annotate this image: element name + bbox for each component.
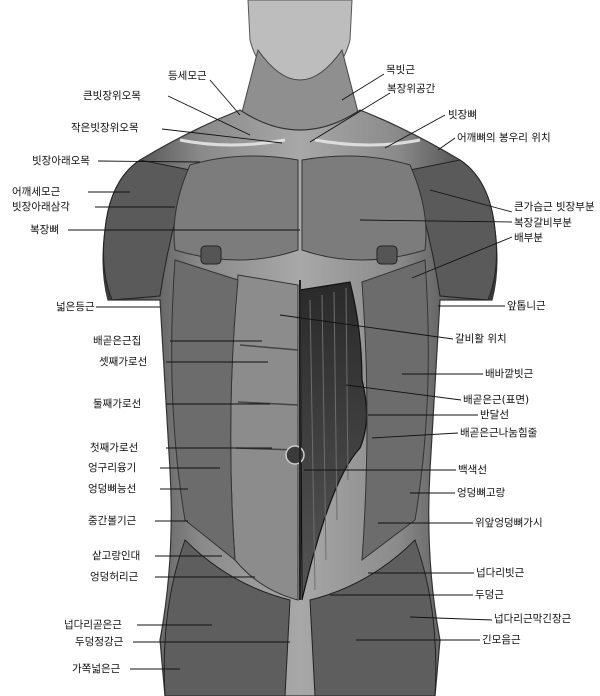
label-suprasternal-space: 복장위공간 bbox=[387, 82, 436, 95]
label-linea-semilunaris: 반달선 bbox=[480, 409, 509, 421]
leader-r06 bbox=[359, 219, 513, 223]
label-acromion-position: 어깨뼈의 봉우리 위치 bbox=[457, 131, 551, 144]
label-inguinal-ligament: 샅고랑인대 bbox=[92, 550, 140, 562]
leader-lines bbox=[68, 73, 513, 670]
tendinous-line-2 bbox=[237, 401, 299, 406]
label-gluteus-medius: 중간볼기근 bbox=[88, 515, 137, 527]
leader-r07 bbox=[411, 236, 513, 279]
label-costal-arch-position: 갈비활 위치 bbox=[455, 332, 507, 345]
label-rectus-sheath: 배곧은근집 bbox=[93, 335, 141, 347]
labels-left: 등세모근 큰빗장위오목 작은빗장위오목 빗장아래오목 어깨세모근 빗장아래삼각 … bbox=[12, 70, 207, 675]
leader-r19 bbox=[409, 616, 493, 621]
right-pectoral bbox=[301, 155, 427, 261]
rectus-fibers bbox=[309, 287, 349, 591]
label-linea-alba: 백색선 bbox=[458, 464, 487, 476]
right-thigh bbox=[309, 539, 437, 696]
label-rectus-abdominis-surface: 배곧은근(표면) bbox=[463, 394, 529, 406]
label-iliac-crest: 엉덩뼈능선 bbox=[88, 483, 136, 495]
leader-r11 bbox=[345, 384, 462, 401]
label-sternum: 복장뼈 bbox=[30, 224, 59, 236]
leader-l03 bbox=[161, 128, 283, 144]
label-gracilis: 두덩정강근 bbox=[75, 636, 124, 648]
label-second-tendinous-line: 둘째가로선 bbox=[93, 398, 141, 410]
label-sternocleidomastoid: 목빗근 bbox=[386, 64, 415, 76]
label-infraclavicular-fossa: 빗장아래오목 bbox=[32, 155, 90, 167]
tendinous-line-3 bbox=[239, 344, 299, 351]
label-deltoid: 어깨세모근 bbox=[12, 186, 61, 198]
label-rectus-femoris: 넙다리곧은근 bbox=[64, 619, 122, 631]
label-latissimus-dorsi: 넓은등근 bbox=[56, 301, 95, 313]
torso-illustration bbox=[102, 0, 498, 696]
leader-r13 bbox=[371, 432, 459, 439]
label-serratus-anterior: 앞톱니근 bbox=[507, 300, 546, 312]
leader-l04 bbox=[97, 160, 201, 163]
right-clavicle bbox=[314, 138, 421, 147]
exposed-rectus-abdominis bbox=[299, 281, 368, 601]
label-lesser-supraclavicular-fossa: 작은빗장위오목 bbox=[71, 121, 139, 134]
left-rectus-sheath bbox=[230, 274, 299, 601]
leader-r02 bbox=[309, 92, 391, 143]
label-adductor-longus: 긴모음근 bbox=[482, 634, 521, 646]
label-rectus-tendinous-intersection: 배곧은근나눔힘줄 bbox=[460, 427, 538, 439]
labels-right: 목빗근 복장위공간 빗장뼈 어깨뼈의 봉우리 위치 큰가슴근 빗장부분 복장갈비… bbox=[386, 64, 595, 646]
right-nipple bbox=[376, 245, 398, 265]
label-pectineus: 두덩근 bbox=[475, 589, 504, 601]
label-greater-supraclavicular-fossa: 큰빗장위오목 bbox=[83, 89, 141, 102]
label-sartorius: 넙다리빗근 bbox=[476, 567, 525, 579]
leader-l02 bbox=[167, 95, 251, 136]
leader-l01 bbox=[209, 79, 241, 116]
label-sternocostal-part: 복장갈비부분 bbox=[514, 216, 572, 229]
label-external-oblique: 배바깥빗근 bbox=[485, 368, 534, 380]
label-abdominal-part: 배부분 bbox=[514, 232, 543, 244]
left-thigh bbox=[163, 539, 291, 696]
navel bbox=[285, 445, 305, 465]
leader-r04 bbox=[437, 137, 456, 151]
label-vastus-lateralis: 가쪽넓은근 bbox=[72, 663, 121, 675]
label-iliac-groove: 엉덩뼈고랑 bbox=[457, 487, 506, 499]
label-clavicle: 빗장뼈 bbox=[448, 109, 477, 121]
label-trapezius: 등세모근 bbox=[168, 70, 207, 82]
leader-r01 bbox=[341, 73, 385, 101]
label-anterior-superior-iliac-spine: 위앞엉덩뼈가시 bbox=[475, 516, 543, 529]
right-oblique bbox=[361, 259, 429, 562]
label-flank-bulge: 엉구리융기 bbox=[88, 462, 136, 474]
left-nipple bbox=[200, 245, 222, 265]
label-iliopsoas: 엉덩허리근 bbox=[90, 571, 139, 583]
leader-r05 bbox=[429, 189, 513, 213]
left-pectoral bbox=[173, 155, 299, 261]
label-third-tendinous-line: 셋째가로선 bbox=[99, 356, 147, 368]
leader-r09 bbox=[279, 314, 454, 340]
left-oblique bbox=[171, 259, 239, 562]
label-pectoralis-major-clavicular-part: 큰가슴근 빗장부분 bbox=[514, 201, 595, 213]
label-tensor-fasciae-latae: 넙다리근막긴장근 bbox=[494, 613, 572, 625]
leader-r03 bbox=[384, 114, 446, 149]
label-first-tendinous-line: 첫째가로선 bbox=[90, 442, 138, 454]
label-infraclavicular-triangle: 빗장아래삼각 bbox=[12, 201, 70, 213]
